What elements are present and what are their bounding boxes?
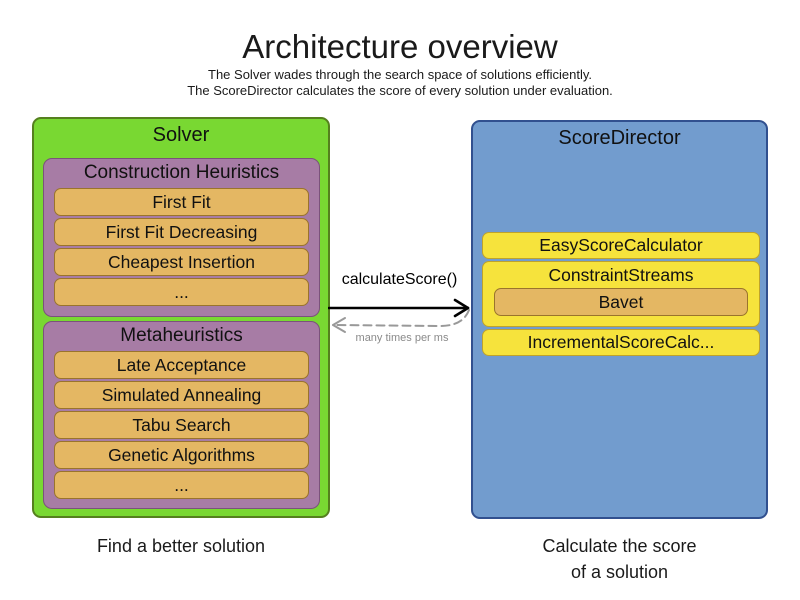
- subtitle-line-2: The ScoreDirector calculates the score o…: [187, 83, 613, 98]
- algorithm-item-first-fit-decreasing: First Fit Decreasing: [54, 218, 309, 246]
- solver-box: Solver Construction Heuristics First Fit…: [32, 117, 330, 518]
- algorithm-item-tabu-search: Tabu Search: [54, 411, 309, 439]
- calculator-sub-item-bavet: Bavet: [494, 288, 748, 316]
- calculator-item-easy-score-calculator: EasyScoreCalculator: [482, 232, 760, 259]
- algorithm-item-cheapest-insertion: Cheapest Insertion: [54, 248, 309, 276]
- calculator-item-incremental-score-calc: IncrementalScoreCalc...: [482, 329, 760, 356]
- construction-heuristics-title: Construction Heuristics: [83, 162, 280, 183]
- solver-title: Solver: [152, 124, 210, 146]
- calculator-list: EasyScoreCalculator ConstraintStreams Ba…: [482, 232, 760, 356]
- score-director-caption-line-2: of a solution: [570, 562, 669, 582]
- algorithm-item-ellipsis: ...: [54, 278, 309, 306]
- call-and-return-arrows: [328, 298, 470, 333]
- algorithm-item-simulated-annealing: Simulated Annealing: [54, 381, 309, 409]
- calculate-score-label: calculateScore(): [341, 271, 458, 288]
- many-times-label: many times per ms: [355, 332, 449, 344]
- construction-heuristics-list: First Fit First Fit Decreasing Cheapest …: [54, 188, 309, 306]
- constraint-streams-label: ConstraintStreams: [548, 265, 694, 285]
- construction-heuristics-box: Construction Heuristics First Fit First …: [43, 158, 320, 317]
- score-director-box: ScoreDirector EasyScoreCalculator Constr…: [471, 120, 768, 519]
- page-title: Architecture overview: [242, 28, 558, 65]
- metaheuristics-list: Late Acceptance Simulated Annealing Tabu…: [54, 351, 309, 499]
- score-director-caption-line-1: Calculate the score: [542, 536, 697, 556]
- score-director-caption: Calculate the score of a solution: [471, 533, 768, 585]
- call-arrow-icon: [328, 298, 470, 318]
- metaheuristics-title: Metaheuristics: [120, 325, 243, 346]
- algorithm-item-first-fit: First Fit: [54, 188, 309, 216]
- metaheuristics-box: Metaheuristics Late Acceptance Simulated…: [43, 321, 320, 509]
- algorithm-item-ellipsis: ...: [54, 471, 309, 499]
- solver-caption: Find a better solution: [96, 536, 266, 556]
- subtitle-line-1: The Solver wades through the search spac…: [208, 67, 592, 82]
- return-arrow-icon: [332, 309, 470, 333]
- calculator-item-constraint-streams: ConstraintStreams Bavet: [482, 261, 760, 327]
- algorithm-item-genetic-algorithms: Genetic Algorithms: [54, 441, 309, 469]
- score-director-title: ScoreDirector: [558, 127, 681, 149]
- algorithm-item-late-acceptance: Late Acceptance: [54, 351, 309, 379]
